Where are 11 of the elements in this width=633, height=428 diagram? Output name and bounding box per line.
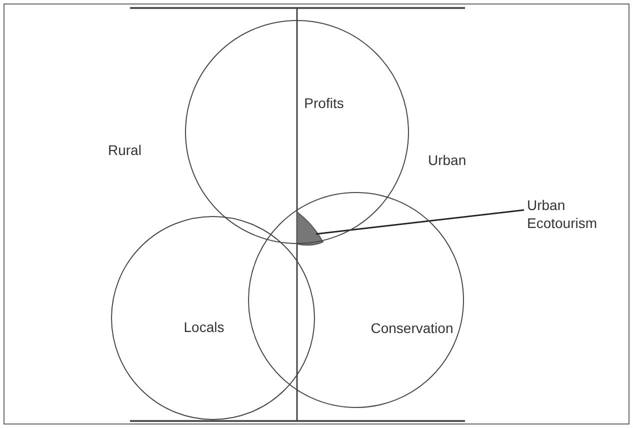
shaded-region: [296, 212, 324, 246]
callout-label: Urban Ecotourism: [527, 196, 617, 232]
circle-label: Conservation: [370, 320, 454, 336]
region-label: Urban: [428, 152, 466, 168]
circle-label: Profits: [304, 95, 344, 111]
venn-circle: [185, 20, 409, 244]
venn-circle: [248, 192, 464, 408]
leader-line: [316, 209, 524, 235]
circle-label: Locals: [184, 319, 224, 335]
venn-circle: [111, 216, 315, 420]
region-label: Rural: [108, 142, 142, 158]
